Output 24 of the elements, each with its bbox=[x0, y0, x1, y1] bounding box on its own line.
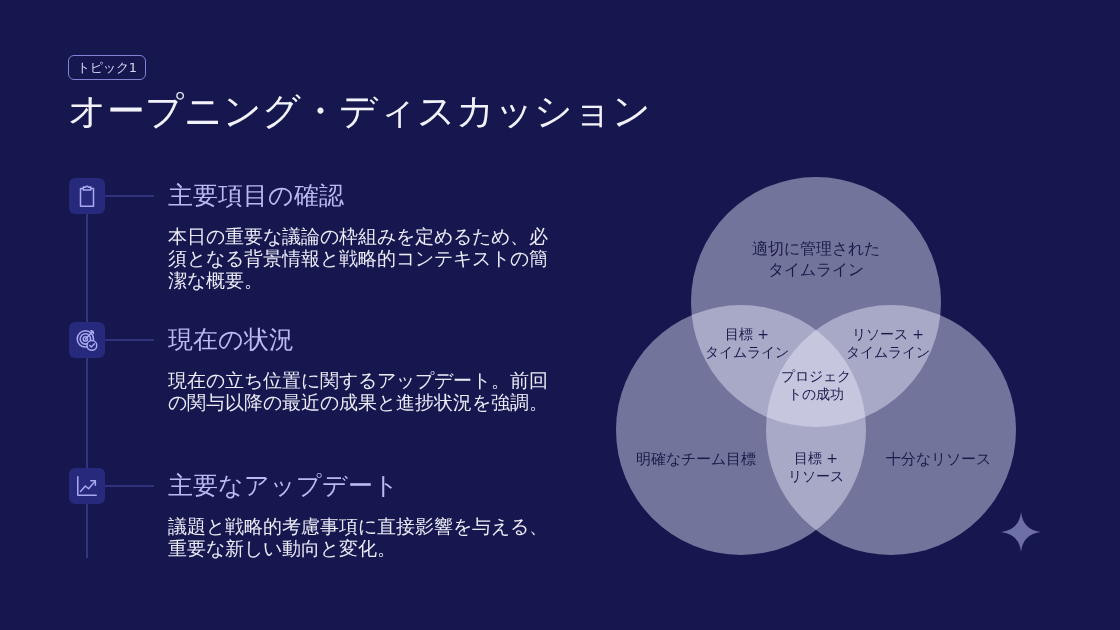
section-text: 議題と戦略的考慮事項に直接影響を与える、重要な新しい動向と変化。 bbox=[168, 516, 549, 560]
section-heading: 主要なアップデート bbox=[168, 470, 399, 502]
circle-label: 明確なチーム目標 bbox=[636, 449, 756, 469]
trend-chart-icon bbox=[69, 468, 105, 504]
section-heading: 現在の状況 bbox=[168, 324, 294, 356]
section-text: 現在の立ち位置に関するアップデート。前回の関与以降の最近の成果と進捗状況を強調。 bbox=[168, 370, 549, 414]
clipboard-icon bbox=[69, 178, 105, 214]
connector-line bbox=[86, 357, 88, 469]
connector-line bbox=[104, 485, 155, 487]
overlap-label: 目標 + リソース bbox=[787, 448, 845, 486]
topic-tag: トピック1 bbox=[68, 55, 146, 80]
connector-line bbox=[86, 213, 88, 323]
circle-label: 適切に管理されたタイムライン bbox=[751, 239, 881, 281]
target-check-icon bbox=[69, 322, 105, 358]
slide-title: オープニング・ディスカッション bbox=[68, 88, 651, 134]
overlap-label: リソース + タイムライン bbox=[845, 324, 931, 362]
section-text: 本日の重要な議論の枠組みを定めるため、必須となる背景情報と戦略的コンテキストの簡潔な概要。 bbox=[168, 226, 549, 292]
circle-label: 十分なリソース bbox=[885, 449, 991, 469]
connector-line bbox=[104, 195, 155, 197]
overlap-label: 目標 + タイムライン bbox=[704, 324, 790, 362]
connector-line bbox=[104, 339, 155, 341]
connector-line bbox=[86, 503, 88, 559]
section-heading: 主要項目の確認 bbox=[168, 180, 344, 212]
overlap-label: プロジェクトの成功 bbox=[780, 366, 852, 404]
